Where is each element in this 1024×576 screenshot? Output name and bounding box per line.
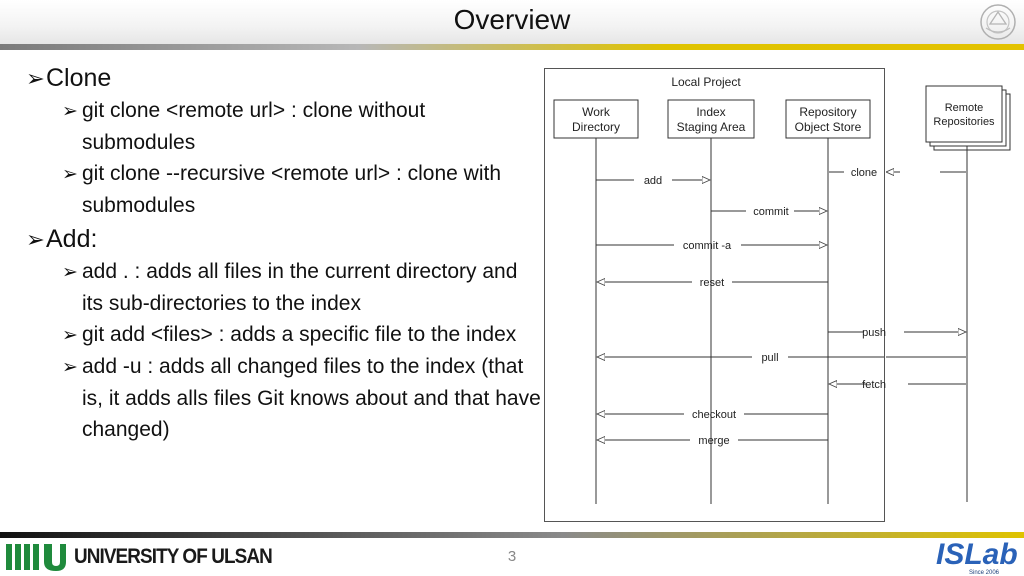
bullet-clone: ➢Clone — [22, 62, 542, 95]
svg-text:Repository: Repository — [799, 105, 856, 119]
arrow-bullet-icon: ➢ — [26, 227, 45, 252]
arrow-bullet-icon: ➢ — [26, 66, 45, 91]
merge-arrow: merge — [597, 435, 828, 447]
bullet-add-dot: ➢add . : adds all files in the current d… — [22, 256, 542, 319]
remote-repositories-box: Remote Repositories — [925, 85, 1011, 151]
bullet-add-u: ➢add -u : adds all changed files to the … — [22, 351, 542, 445]
svg-text:commit: commit — [753, 206, 788, 218]
remote-repositories-panel: Remote Repositories — [886, 85, 1011, 502]
work-directory-box: Work Directory — [553, 99, 639, 139]
repository-object-store-box: Repository Object Store — [785, 99, 871, 139]
page-number: 3 — [507, 548, 517, 565]
frame-title: Local Project — [671, 75, 741, 89]
svg-text:Work: Work — [582, 105, 611, 119]
university-logo: UNIVERSITY OF ULSAN — [4, 541, 294, 573]
svg-text:Remote: Remote — [945, 102, 984, 114]
svg-text:Object Store: Object Store — [795, 120, 862, 134]
bullet-git-clone: ➢git clone <remote url> : clone without … — [22, 95, 542, 158]
svg-text:ISLab: ISLab — [936, 538, 1018, 571]
svg-text:merge: merge — [698, 435, 729, 447]
commit-a-arrow: commit -a — [596, 240, 827, 252]
svg-text:pull: pull — [761, 352, 778, 364]
bullet-list: ➢Clone ➢git clone <remote url> : clone w… — [22, 60, 542, 445]
ulsan-logo-icon — [6, 544, 66, 571]
svg-text:Staging Area: Staging Area — [677, 120, 746, 134]
svg-text:Repositories: Repositories — [933, 116, 995, 128]
clone-arrow: clone — [829, 167, 877, 179]
arrow-bullet-icon: ➢ — [62, 101, 78, 122]
arrow-bullet-icon: ➢ — [62, 325, 78, 346]
reset-arrow: reset — [597, 277, 828, 289]
commit-arrow: commit — [711, 206, 827, 218]
svg-text:checkout: checkout — [692, 409, 736, 421]
push-arrow: push — [828, 327, 886, 339]
git-workflow-diagram: Local Project Work Directory Index Stagi… — [544, 68, 886, 522]
university-name: UNIVERSITY OF ULSAN — [74, 545, 273, 568]
arrow-bullet-icon: ➢ — [62, 164, 78, 185]
bullet-git-add-files: ➢git add <files> : adds a specific file … — [22, 319, 542, 351]
islab-logo: ISLab Since 2006 — [936, 538, 1018, 576]
fetch-arrow: fetch — [829, 379, 886, 391]
svg-text:reset: reset — [700, 277, 724, 289]
slide-title: Overview — [453, 4, 571, 35]
bullet-git-clone-recursive: ➢git clone --recursive <remote url> : cl… — [22, 158, 542, 221]
title-underline — [0, 44, 1024, 50]
footer-rule — [0, 532, 1024, 538]
svg-text:fetch: fetch — [862, 379, 886, 391]
svg-text:add: add — [644, 175, 662, 187]
svg-text:clone: clone — [851, 167, 877, 179]
add-arrow: add — [596, 175, 710, 187]
svg-text:Since 2006: Since 2006 — [969, 570, 1000, 576]
svg-text:Index: Index — [696, 105, 725, 119]
index-staging-box: Index Staging Area — [667, 99, 755, 139]
checkout-arrow: checkout — [597, 409, 828, 421]
arrow-bullet-icon: ➢ — [62, 262, 78, 283]
svg-text:commit -a: commit -a — [683, 240, 732, 252]
pull-arrow: pull — [597, 352, 884, 364]
university-seal-icon — [980, 4, 1016, 40]
bullet-add: ➢Add: — [22, 223, 542, 256]
svg-text:Directory: Directory — [572, 120, 620, 134]
arrow-bullet-icon: ➢ — [62, 357, 78, 378]
title-bar: Overview — [0, 0, 1024, 44]
svg-text:push: push — [862, 327, 886, 339]
